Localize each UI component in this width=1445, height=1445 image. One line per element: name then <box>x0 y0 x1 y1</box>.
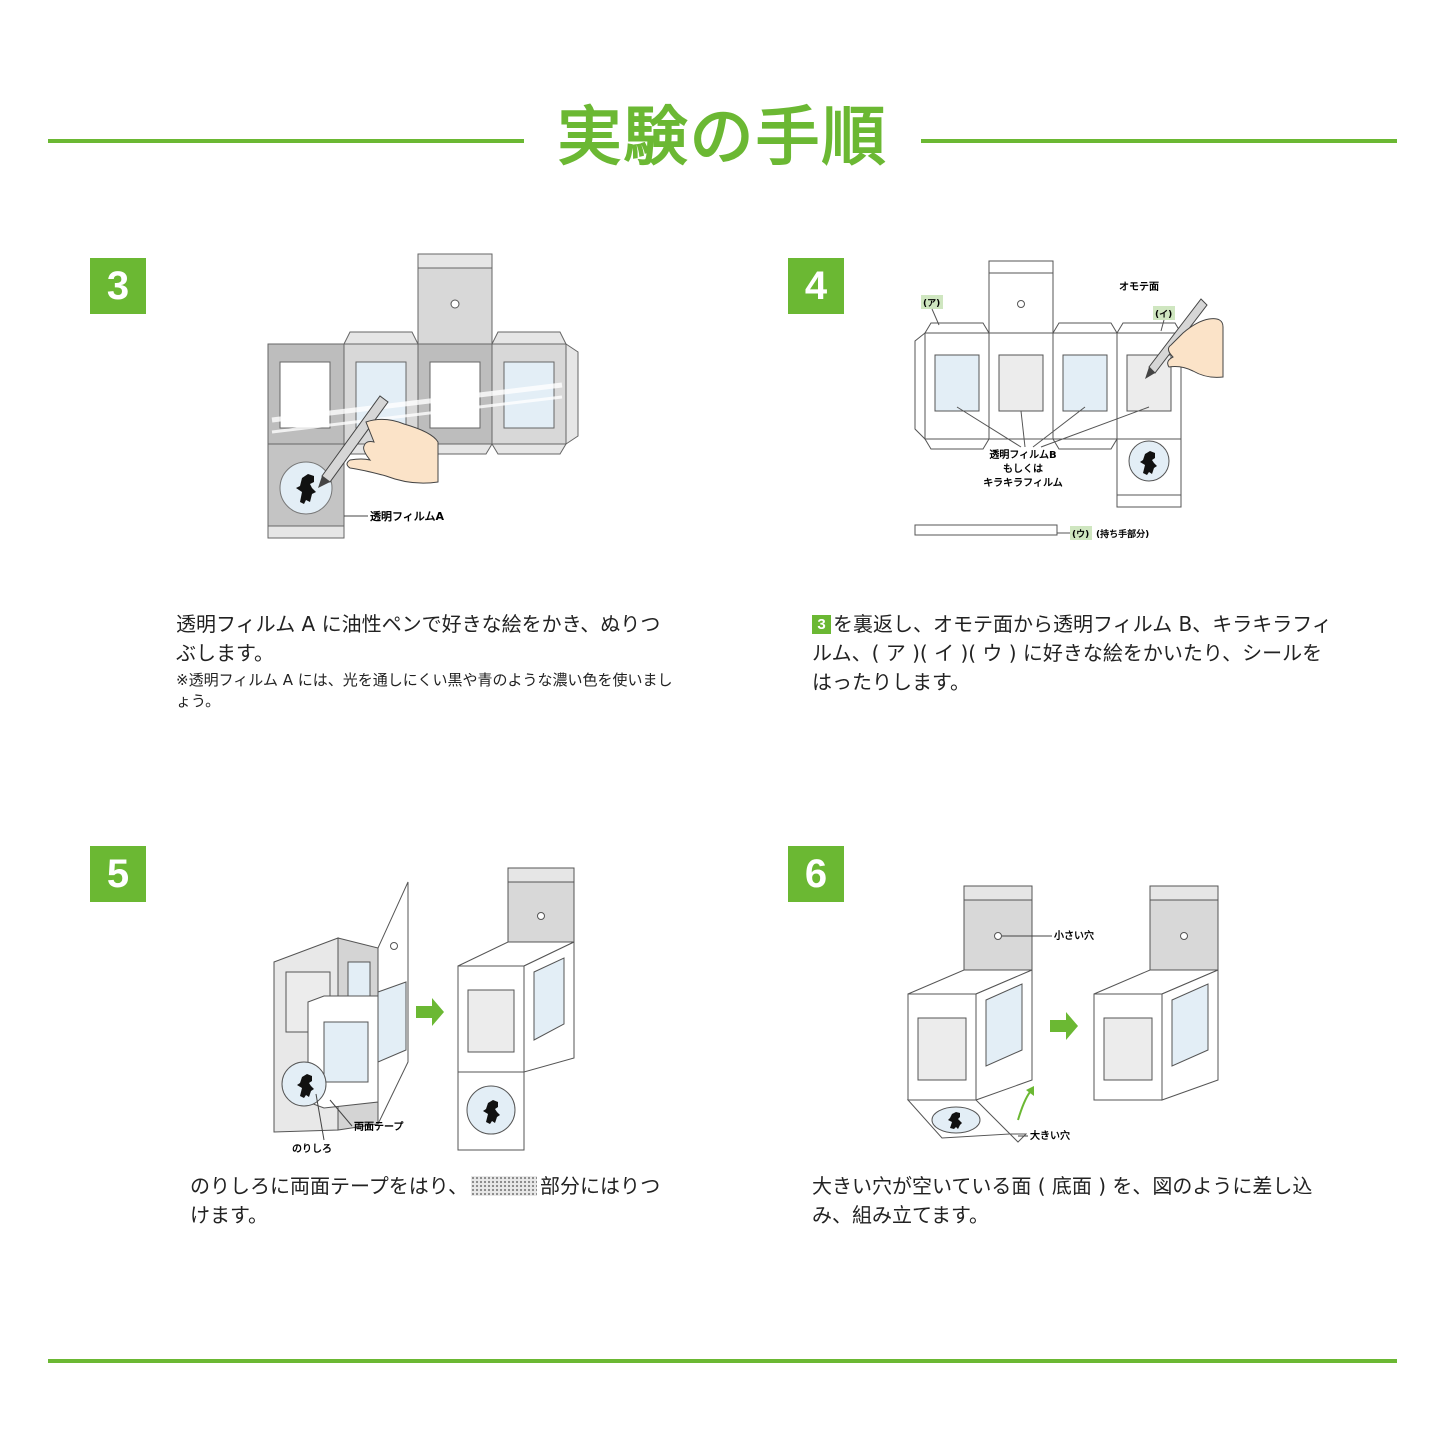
step-4-film-line3: キラキラフィルム <box>983 477 1063 489</box>
step-3-badge: 3 <box>90 258 146 314</box>
step-4-label-u: (ウ) <box>1072 529 1089 540</box>
header-rule-left <box>48 139 524 143</box>
step-6-text: 大きい穴が空いている面 ( 底面 ) を、図のように差し込み、組み立てます。 <box>812 1174 1313 1227</box>
step-5-text-before: のりしろに両面テープをはり、 <box>190 1174 468 1198</box>
step-4-text: を裏返し、オモテ面から透明フィルム B、キラキラフィルム、( ア )( イ )(… <box>812 612 1332 694</box>
step-3-text: 透明フィルム A に油性ペンで好きな絵をかき、ぬりつぶします。 <box>176 612 661 665</box>
dotted-area-swatch <box>471 1176 537 1196</box>
step-4-film-line1: 透明フィルムB <box>989 448 1056 461</box>
step-6-badge: 6 <box>788 846 844 902</box>
step-5-badge: 5 <box>90 846 146 902</box>
step-4-badge: 4 <box>788 258 844 314</box>
step-3-note: ※透明フィルム A には、光を通しにくい黒や青のような濃い色を使いましょう。 <box>176 671 673 710</box>
step-4-label-u-suffix: (持ち手部分) <box>1096 528 1149 540</box>
step-5-diagram: のりしろ 両面テープ <box>273 867 575 1155</box>
step-4-label-a: (ア) <box>923 298 940 309</box>
step-3-film-label: 透明フィルムA <box>370 510 445 523</box>
step-3-diagram: 透明フィルムA <box>267 253 579 539</box>
step-3-instructions: 透明フィルム A に油性ペンで好きな絵をかき、ぬりつぶします。 ※透明フィルム … <box>176 610 676 712</box>
header-rule-right <box>921 139 1397 143</box>
step-5-text-after: 部分にはりつけます。 <box>190 1174 661 1227</box>
step-4-label-front: オモテ面 <box>1119 281 1159 293</box>
step-4-label-i: (イ) <box>1155 309 1172 320</box>
step-6-diagram: 小さい穴 大きい穴 <box>906 885 1219 1143</box>
step-3-ref-badge: 3 <box>812 615 831 634</box>
step-6-label-small-hole: 小さい穴 <box>1053 929 1094 942</box>
step-6-instructions: 大きい穴が空いている面 ( 底面 ) を、図のように差し込み、組み立てます。 <box>812 1172 1322 1230</box>
step-5-label-glue: のりしろ <box>292 1143 332 1155</box>
step-4-film-line2: もしくは <box>1003 463 1043 475</box>
step-5-instructions: のりしろに両面テープをはり、部分にはりつけます。 <box>190 1172 670 1230</box>
step-6-label-big-hole: 大きい穴 <box>1030 1129 1070 1142</box>
footer-rule <box>48 1359 1397 1363</box>
step-5-label-tape: 両面テープ <box>354 1120 404 1133</box>
page-title: 実験の手順 <box>557 101 888 175</box>
step-4-diagram: (ウ) (持ち手部分) (ア) オモテ面 (イ) 透明フィルムB もしくは キラ… <box>914 260 1224 540</box>
